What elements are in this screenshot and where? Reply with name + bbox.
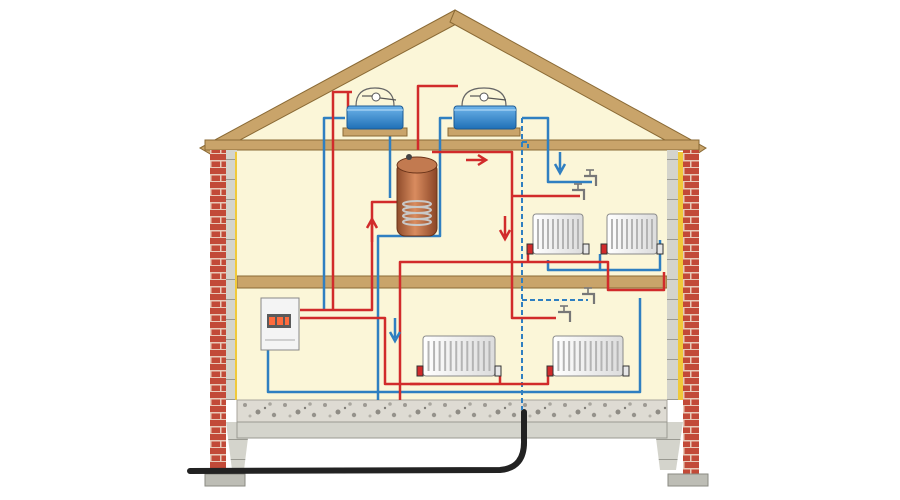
flow-arrow-icon [388, 318, 402, 344]
tank-body-right [453, 105, 517, 130]
tap-icon [584, 174, 598, 186]
crawl-beam [236, 421, 668, 439]
hot-pipe-upper-rad-loop [398, 260, 666, 400]
right-insulation [678, 152, 683, 400]
boiler [260, 297, 300, 351]
tap [572, 183, 586, 200]
radiator-valve [416, 365, 424, 377]
flow-arrows [365, 152, 567, 344]
tank-body-left [346, 105, 404, 130]
hot-pipe-boiler-flow [300, 200, 398, 312]
foundation-slab [236, 399, 668, 423]
attic-floor-joist [204, 139, 700, 151]
cold-pipe-upper-return [522, 116, 592, 184]
tap [558, 305, 572, 322]
radiator-valve [600, 243, 608, 255]
hot-pipe-cylinder-to-right-tank [416, 84, 458, 150]
cold-pipe-boiler-return [266, 298, 642, 394]
header-tank-icon [355, 87, 395, 107]
middle-floor-joist [236, 275, 668, 289]
header-tank-icon [461, 87, 507, 107]
radiator-valve [494, 365, 502, 377]
hot-water-cylinder [396, 154, 438, 237]
radiator-icon [552, 335, 624, 377]
radiator [526, 213, 590, 255]
radiator-valve [526, 243, 534, 255]
flow-arrow-icon [498, 216, 512, 242]
hot-pipe-boiler-return [300, 316, 420, 386]
radiator [546, 335, 630, 377]
hot-pipe-vent [331, 90, 352, 310]
header-tank-left [342, 87, 408, 137]
left-insulation [235, 152, 237, 400]
footing-pad-left [204, 473, 246, 487]
cold-pipe-main-feed [322, 116, 345, 310]
tap-icon [572, 188, 586, 200]
upper-floor-room [237, 150, 667, 280]
footing-pad-right [667, 473, 709, 487]
radiator-valve [622, 365, 630, 377]
left-block-wall [226, 150, 237, 400]
radiator [416, 335, 502, 377]
cold-pipe-right-tank [376, 116, 452, 400]
flow-arrow-icon [466, 153, 489, 167]
tap [582, 287, 596, 304]
flow-arrow-icon [553, 152, 567, 176]
radiator-icon [422, 335, 496, 377]
tap-icon [558, 310, 572, 322]
radiator-valve [546, 365, 554, 377]
attic-space [212, 18, 690, 148]
cold-pipe-dashed-upper [522, 141, 529, 148]
right-brick-wall [683, 150, 699, 480]
tap [584, 169, 598, 186]
header-tank-right [447, 87, 521, 137]
right-block-wall [667, 150, 678, 400]
mains-supply-pipe [187, 409, 528, 474]
radiator-valve [582, 243, 590, 255]
tap-icon [582, 292, 596, 304]
hot-pipe-cylinder-out [432, 150, 556, 320]
radiator [600, 213, 664, 255]
left-brick-wall [210, 150, 226, 480]
flow-arrow-icon [365, 216, 379, 242]
radiator-valve [656, 243, 664, 255]
